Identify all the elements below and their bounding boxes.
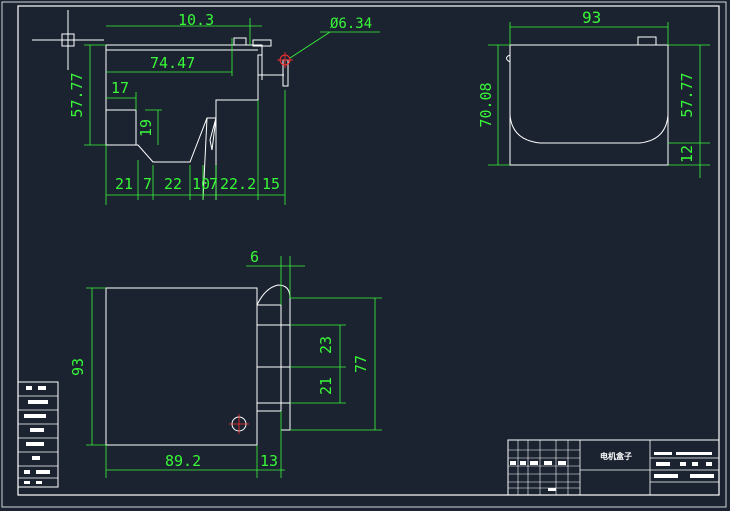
dim-bottom-2: 7 <box>143 175 152 193</box>
dim-top-width: 89.2 <box>165 452 201 470</box>
dim-bottom-5: 7 <box>209 175 218 193</box>
title-block[interactable]: 电机盒子 <box>507 439 720 496</box>
dim-bottom-7: 15 <box>262 175 280 193</box>
dim-top-depth-a: 23 <box>317 336 335 354</box>
side-view[interactable] <box>506 36 669 166</box>
dim-top-right: 13 <box>260 452 278 470</box>
sheet-inner-border <box>17 5 720 496</box>
dim-side-width: 93 <box>582 8 601 27</box>
front-view-dimensions: 10.3 Ø6.34 74.47 17 57.77 19 21 7 22 10 … <box>68 11 380 205</box>
dim-side-base: 12 <box>678 145 696 163</box>
dim-top-width: 10.3 <box>178 11 214 29</box>
top-view-dimensions: 6 93 23 21 77 89.2 13 <box>69 248 382 478</box>
dim-bottom-6: 22.2 <box>220 175 256 193</box>
crosshair-cursor-icon <box>32 10 104 70</box>
dim-height: 57.77 <box>68 72 86 117</box>
dim-bottom-3: 22 <box>164 175 182 193</box>
front-view[interactable] <box>105 37 293 201</box>
side-view-dimensions: 93 70.08 57.77 12 <box>477 8 710 178</box>
left-revision-strip <box>17 381 59 488</box>
dim-side-body-height: 57.77 <box>678 72 696 117</box>
dim-top-overall: 77 <box>352 355 370 373</box>
dim-step: 17 <box>111 79 129 97</box>
dim-top-depth-b: 21 <box>317 377 335 395</box>
dim-top-6: 6 <box>250 248 259 266</box>
top-view[interactable] <box>105 284 291 446</box>
part-name-label: 电机盒子 <box>600 451 632 461</box>
dim-bottom-4: 10 <box>192 175 210 193</box>
dim-width-total: 74.47 <box>150 54 195 72</box>
dim-side-total-height: 70.08 <box>477 82 495 127</box>
dim-hole-diameter: Ø6.34 <box>330 16 372 32</box>
dim-pocket-height: 19 <box>137 119 155 137</box>
dim-top-height: 93 <box>69 358 87 376</box>
dim-bottom-1: 21 <box>115 175 133 193</box>
